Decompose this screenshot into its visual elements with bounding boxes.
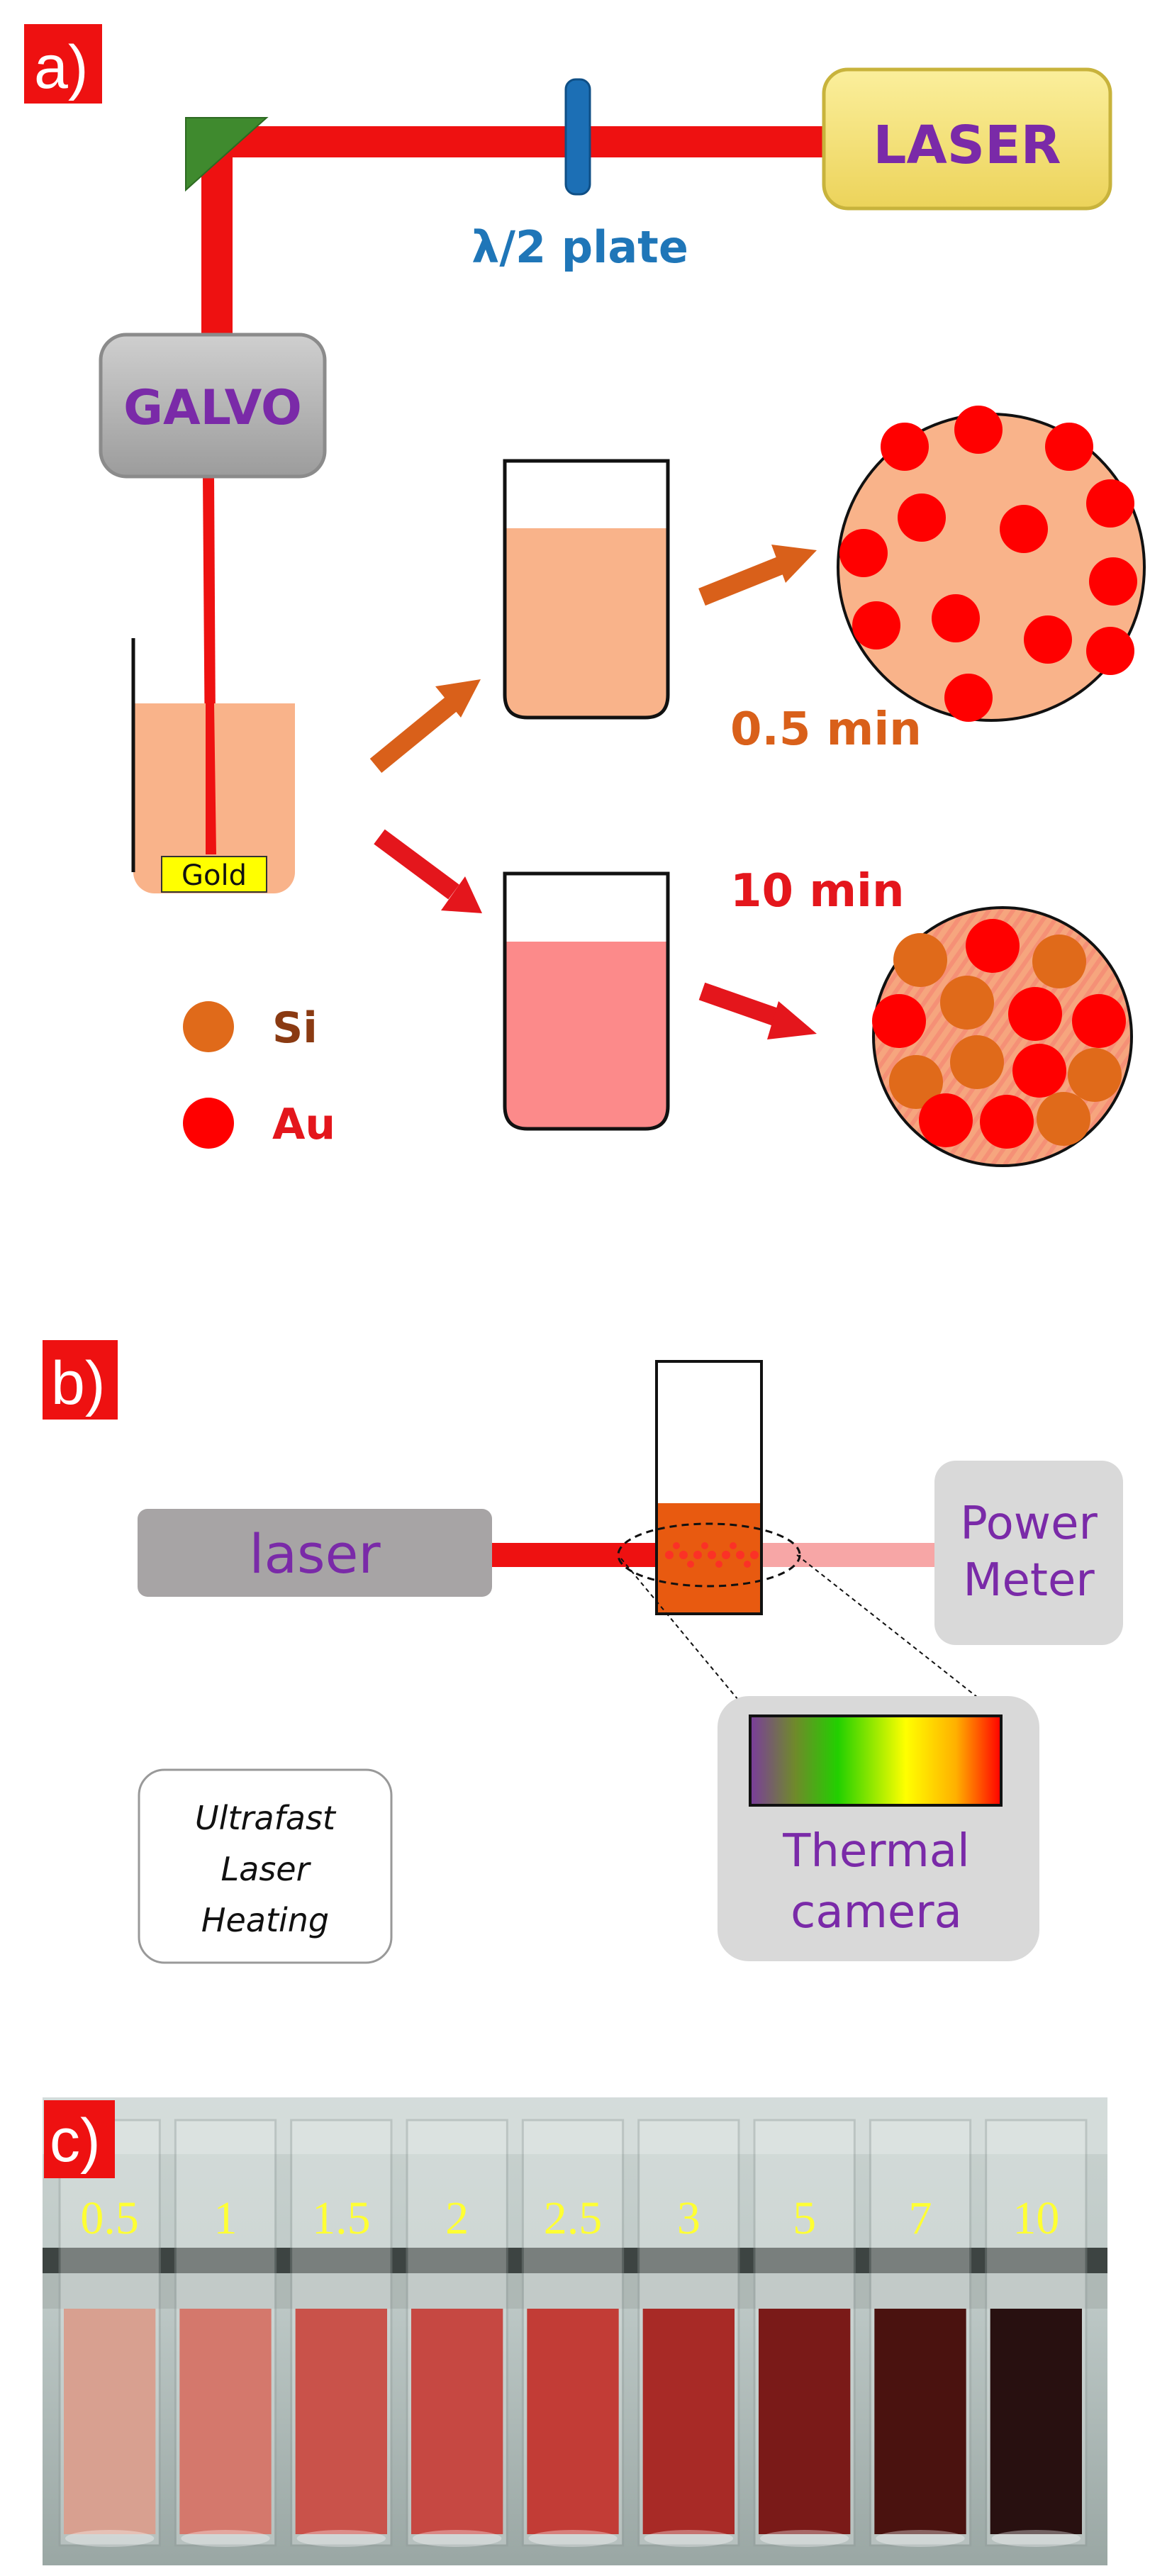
panel-c: 0.5 1 1.5 2 2.5 3 5 7 10 c): [43, 2097, 1107, 2565]
au-marker: [183, 1098, 234, 1149]
galvo-label: GALVO: [123, 380, 302, 436]
arrow-to-short-beaker: [369, 679, 481, 774]
panel-a-tag-box: [24, 24, 102, 104]
galvo-box: [99, 333, 327, 479]
arrow-to-long-beaker: [374, 829, 482, 913]
laser-box-b: [138, 1509, 492, 1597]
vial-solution-5: [642, 2309, 735, 2534]
vial-time-label-5: 3: [677, 2192, 700, 2244]
long-beaker-solution: [505, 942, 668, 1129]
vial-time-label-8: 10: [1012, 2192, 1059, 2244]
au-label: Au: [272, 1100, 335, 1149]
panel-b-tag-box: [43, 1340, 118, 1420]
focus-ellipse: [617, 1522, 801, 1588]
vial-solution-3: [411, 2309, 503, 2534]
arrow-to-long-particle: [698, 982, 817, 1039]
vial-time-label-1: 1: [214, 2192, 238, 2244]
vial-solution-6: [759, 2309, 851, 2534]
vial-time-label-3: 2: [445, 2192, 469, 2244]
mirror-icon: [185, 117, 269, 192]
gold-target-label: Gold: [182, 859, 247, 892]
laser-label-b: laser: [249, 1522, 381, 1585]
legend: Si Au: [183, 1001, 335, 1149]
waveplate-label: λ/2 plate: [471, 221, 688, 273]
vial-solution-0: [64, 2309, 156, 2534]
vial-solution-8: [990, 2309, 1082, 2534]
laser-label: LASER: [873, 115, 1061, 176]
power-meter-box: [934, 1461, 1123, 1645]
in-cuvette-beam: [665, 1542, 759, 1568]
panel-b-tag: b): [51, 1349, 105, 1417]
vial-time-label-6: 5: [793, 2192, 816, 2244]
short-time-label: 0.5 min: [730, 703, 922, 756]
thermal-label-line1: Thermal: [782, 1825, 970, 1878]
si-label: Si: [272, 1003, 318, 1053]
caption-line1: Ultrafast: [195, 1799, 337, 1837]
laser-box: [822, 67, 1112, 211]
si-marker: [183, 1001, 234, 1052]
caption-line2: Laser: [221, 1850, 312, 1888]
panel-a-tag: a): [34, 33, 88, 101]
vial-time-label-2: 1.5: [312, 2192, 371, 2244]
panel-a: a) λ/2 plate LASER GALVO Gold: [24, 24, 1146, 1167]
vial-solution-4: [527, 2309, 619, 2534]
incident-beam: [489, 1543, 666, 1567]
power-meter-label-line2: Meter: [963, 1554, 1095, 1607]
gold-target: [161, 856, 267, 893]
vial-label-group: 0.5 1 1.5 2 2.5 3 5 7 10: [80, 2192, 1059, 2244]
arrow-to-short-particle: [698, 545, 817, 606]
power-meter-label-line1: Power: [960, 1498, 1098, 1550]
caption-box: [138, 1768, 393, 1964]
thermal-colorbar: [749, 1714, 1003, 1807]
panel-b: b) laser Power Meter Thermal camera: [43, 1340, 1123, 1964]
short-beaker-solution: [505, 528, 668, 717]
horizontal-beam: [217, 126, 828, 157]
vial-time-label-4: 2.5: [544, 2192, 603, 2244]
vial-solution-2: [295, 2309, 387, 2534]
vial-solution-7: [874, 2309, 966, 2534]
short-beaker: [503, 459, 670, 720]
particle-long: [872, 906, 1133, 1167]
panel-c-tag-box: [44, 2100, 115, 2178]
long-time-label: 10 min: [730, 865, 905, 918]
vial-time-label-7: 7: [909, 2192, 932, 2244]
vial-time-label-0: 0.5: [80, 2192, 139, 2244]
vial-solution-1: [179, 2309, 272, 2534]
thermal-label-line2: camera: [791, 1886, 962, 1939]
particle-short: [837, 406, 1146, 722]
waveplate-icon: [564, 78, 591, 196]
panel-c-tag: c): [50, 2107, 101, 2175]
transmitted-beam: [752, 1543, 949, 1567]
vial-group: [58, 2119, 1088, 2547]
caption-line3: Heating: [201, 1901, 329, 1939]
long-beaker: [503, 871, 670, 1131]
